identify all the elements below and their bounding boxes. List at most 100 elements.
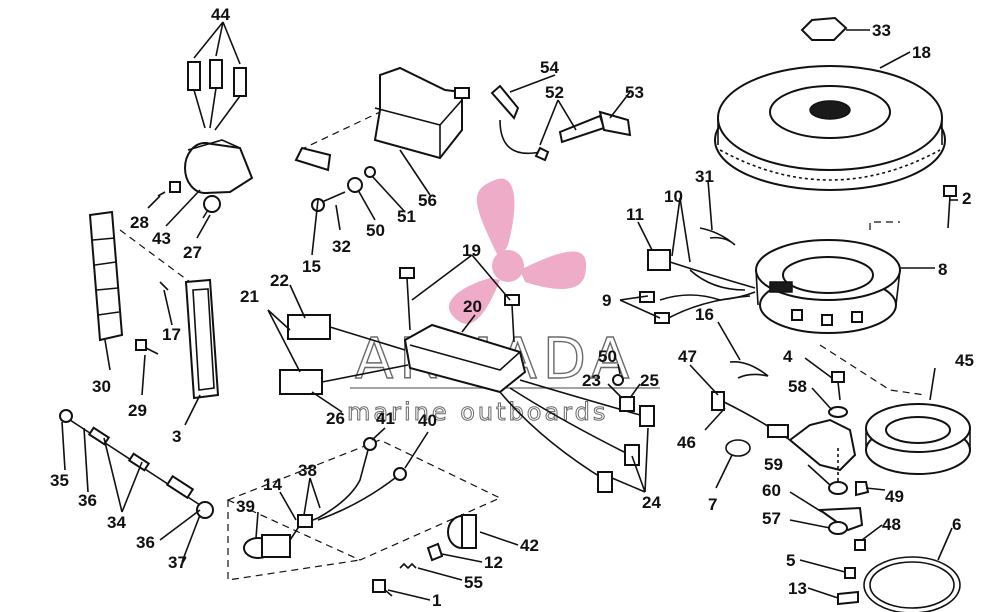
- timer-base: [788, 403, 971, 475]
- flywheel: [714, 65, 946, 191]
- rectifier-43: [184, 139, 254, 194]
- stator: [755, 239, 901, 334]
- leader-lines: [61, 21, 958, 601]
- part-label: 47: [678, 347, 697, 366]
- coil-bracket: [294, 146, 332, 172]
- watermark-logo: [448, 178, 587, 324]
- part-label: 41: [376, 409, 395, 428]
- terminal-leads: [187, 59, 247, 131]
- part-label: 49: [885, 487, 904, 506]
- part-label: 50: [366, 221, 385, 240]
- part-label: 5: [786, 551, 795, 570]
- lead-terminals: [317, 437, 407, 521]
- part-label: 24: [642, 493, 661, 512]
- watermark-tagline: marine outboards: [347, 398, 608, 426]
- coil-dashline: [299, 111, 381, 151]
- part-label: 56: [418, 191, 437, 210]
- retaining-ring: [863, 556, 961, 612]
- stator-dashline: [869, 221, 900, 230]
- part-label: 60: [762, 481, 781, 500]
- lockwasher-50: [347, 177, 363, 193]
- part-label: 11: [626, 205, 644, 224]
- part-label: 50: [598, 347, 617, 366]
- part-label: 46: [677, 433, 696, 452]
- part-label: 40: [418, 411, 437, 430]
- part-label: 59: [764, 455, 783, 474]
- part-label: 58: [788, 377, 807, 396]
- washer-58: [828, 406, 848, 418]
- key-switch: [243, 514, 319, 559]
- part-label: 18: [912, 43, 931, 62]
- part-label: 54: [540, 58, 559, 77]
- screw-5: [844, 567, 856, 579]
- nut-57: [828, 521, 848, 535]
- part-label: 37: [168, 553, 187, 572]
- spring-55: [399, 562, 417, 570]
- part-label: 44: [211, 5, 230, 24]
- bolt-2: [943, 185, 957, 229]
- spark-plug-boot: [558, 110, 632, 144]
- part-label: 39: [236, 497, 255, 516]
- washer-51: [364, 166, 376, 178]
- plug-42: [447, 514, 477, 549]
- part-label: 34: [107, 513, 126, 532]
- connector-22: [287, 314, 406, 351]
- part-label: 23: [582, 371, 601, 390]
- part-label: 42: [520, 536, 539, 555]
- clip-1: [837, 590, 859, 606]
- part-label: 57: [762, 509, 781, 528]
- part-label: 17: [162, 325, 181, 344]
- power-pack: [403, 323, 527, 394]
- flywheel-nut: [800, 16, 848, 41]
- spark-plug-lead: [490, 84, 550, 162]
- screw-13: [372, 579, 393, 597]
- clip-25: [619, 396, 635, 412]
- part-label: 3: [172, 427, 181, 446]
- part-label: 14: [263, 475, 282, 494]
- screw-28: [157, 181, 181, 197]
- block-dashline: [119, 229, 191, 283]
- part-label: 6: [952, 515, 961, 534]
- part-label: 2: [962, 189, 971, 208]
- part-label: 22: [270, 271, 289, 290]
- part-label: 9: [602, 291, 611, 310]
- washer-23: [612, 374, 624, 386]
- part-label: 20: [463, 297, 482, 316]
- screw-4: [831, 371, 845, 401]
- part-label: 53: [625, 83, 644, 102]
- part-label: 7: [708, 495, 717, 514]
- spacer-59: [828, 448, 848, 495]
- part-label: 19: [462, 241, 481, 260]
- part-label: 48: [882, 515, 901, 534]
- part-label: 13: [788, 579, 807, 598]
- part-label: 30: [92, 377, 111, 396]
- connector-21: [279, 364, 409, 395]
- screw-27: [202, 195, 221, 219]
- part-label: 33: [872, 21, 891, 40]
- nut-49: [855, 481, 870, 497]
- part-label: 8: [938, 260, 947, 279]
- terminal-cover: [184, 278, 220, 400]
- bolts-19: [399, 267, 520, 343]
- part-label: 45: [955, 351, 974, 370]
- part-label: 28: [130, 213, 149, 232]
- part-label: 43: [152, 229, 171, 248]
- button-12: [426, 542, 444, 562]
- part-label: 35: [50, 471, 69, 490]
- part-label: 25: [640, 371, 659, 390]
- part-label: 21: [240, 287, 259, 306]
- part-label: 26: [326, 409, 345, 428]
- part-label: 15: [302, 257, 321, 276]
- part-label: 38: [298, 461, 317, 480]
- part-label: 52: [545, 83, 564, 102]
- part-label: 4: [783, 347, 793, 366]
- part-label: 12: [484, 553, 503, 572]
- clip-31: [699, 227, 736, 246]
- part-label: 1: [432, 591, 441, 610]
- part-label: 16: [695, 305, 714, 324]
- part-label: 10: [664, 187, 683, 206]
- part-label: 29: [128, 401, 147, 420]
- grommet-7: [725, 439, 751, 457]
